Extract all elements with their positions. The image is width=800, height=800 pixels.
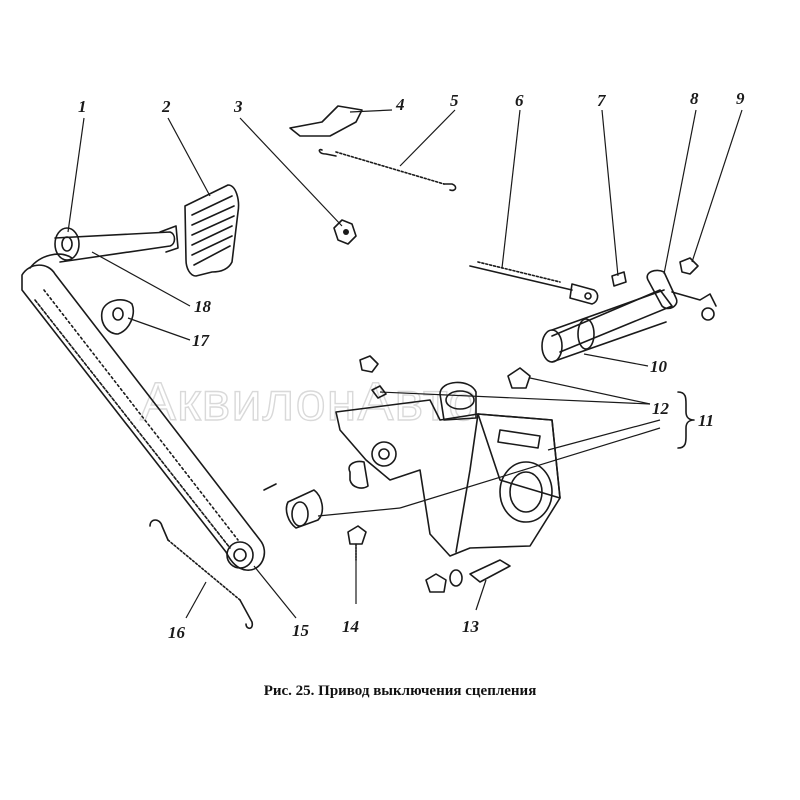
label-6: 6 [515, 91, 524, 110]
label-1: 1 [78, 97, 87, 116]
push-rod-part [469, 261, 599, 305]
label-17: 17 [192, 331, 211, 350]
watermark: АквилонАвто [140, 372, 479, 432]
return-spring-part-16 [149, 519, 254, 630]
pedal-arm-part [21, 225, 266, 571]
label-9: 9 [736, 89, 745, 108]
label-7: 7 [597, 91, 607, 110]
rubber-bushing-part-17 [100, 299, 134, 335]
label-11: 11 [698, 411, 714, 430]
bushing-nut-parts-12 [348, 355, 531, 489]
bolt-part-9 [679, 257, 699, 275]
label-16: 16 [168, 623, 186, 642]
bolt-nut-part-13 [425, 559, 511, 593]
label-4: 4 [395, 95, 405, 114]
nut-part-3 [333, 219, 357, 245]
return-spring-part-5 [318, 148, 457, 192]
label-12: 12 [652, 399, 670, 418]
label-2: 2 [161, 97, 171, 116]
group-brace-11 [677, 391, 695, 449]
cotter-pin-part [263, 483, 277, 491]
label-14: 14 [342, 617, 359, 636]
pin-part-7 [611, 271, 627, 287]
figure-caption: Рис. 25. Привод выключения сцепления [263, 683, 537, 699]
bracket-housing-part [335, 381, 561, 557]
bushing-part-15 [285, 489, 324, 529]
shaft-with-lever-part [551, 269, 717, 353]
label-13: 13 [462, 617, 480, 636]
label-3: 3 [233, 97, 243, 116]
bolt-part-14 [347, 525, 367, 561]
leader-lines [67, 109, 743, 619]
label-10: 10 [650, 357, 668, 376]
pedal-pad-part [184, 184, 240, 277]
label-18: 18 [194, 297, 212, 316]
label-8: 8 [690, 89, 699, 108]
shaft-part-10 [541, 289, 667, 363]
label-15: 15 [292, 621, 310, 640]
label-5: 5 [450, 91, 459, 110]
bracket-plate-part [289, 105, 363, 137]
